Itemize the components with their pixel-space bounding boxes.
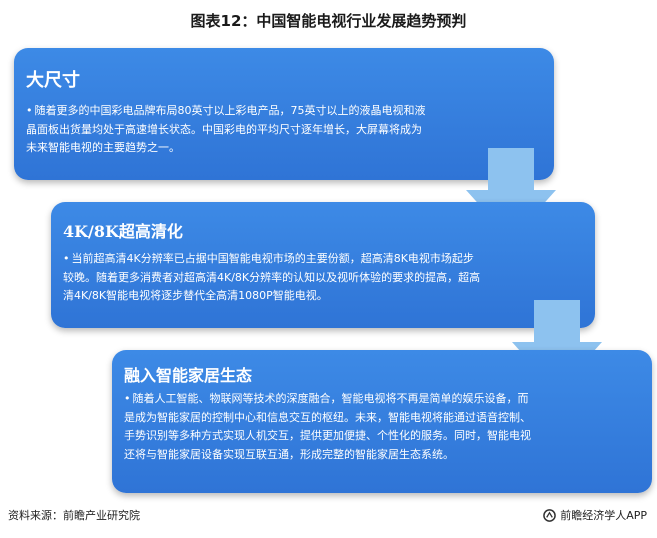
trend-text: 随着人工智能、物联网等技术的深度融合，智能电视将不再是简单的娱乐设备，而是成为智… bbox=[124, 392, 531, 461]
qianzhan-logo-icon bbox=[543, 508, 557, 522]
down-arrow-icon bbox=[466, 148, 556, 240]
trend-text: 随着更多的中国彩电品牌布局80英寸以上彩电产品，75英寸以上的液晶电视和液晶面板… bbox=[26, 104, 426, 154]
trend-card-uhd: 4K/8K超高清化 •当前超高清4K分辨率已占据中国智能电视市场的主要份额，超高… bbox=[51, 202, 595, 328]
trend-heading: 大尺寸 bbox=[26, 70, 80, 91]
bullet-marker: • bbox=[124, 392, 131, 405]
trend-card-smart-home: 融入智能家居生态 •随着人工智能、物联网等技术的深度融合，智能电视将不再是简单的… bbox=[112, 350, 652, 493]
bullet-marker: • bbox=[63, 252, 70, 265]
trend-card-large-size: 大尺寸 •随着更多的中国彩电品牌布局80英寸以上彩电产品，75英寸以上的液晶电视… bbox=[14, 48, 554, 180]
chart-title: 图表12：中国智能电视行业发展趋势预判 bbox=[190, 12, 467, 30]
trend-description: •随着人工智能、物联网等技术的深度融合，智能电视将不再是简单的娱乐设备，而是成为… bbox=[124, 390, 532, 464]
brand-name: 前瞻经济学人APP bbox=[560, 509, 647, 522]
trend-description: •当前超高清4K分辨率已占据中国智能电视市场的主要份额，超高清8K电视市场起步较… bbox=[63, 250, 483, 306]
trend-text: 当前超高清4K分辨率已占据中国智能电视市场的主要份额，超高清8K电视市场起步较晚… bbox=[63, 252, 481, 302]
trend-heading: 4K/8K超高清化 bbox=[63, 222, 183, 241]
bullet-marker: • bbox=[26, 104, 33, 117]
trend-heading: 融入智能家居生态 bbox=[124, 366, 253, 385]
trend-description: •随着更多的中国彩电品牌布局80英寸以上彩电产品，75英寸以上的液晶电视和液晶面… bbox=[26, 102, 426, 158]
source-note: 资料来源：前瞻产业研究院 bbox=[8, 509, 140, 522]
down-arrow-icon bbox=[512, 300, 602, 392]
brand-credit: 前瞻经济学人APP bbox=[543, 507, 647, 523]
